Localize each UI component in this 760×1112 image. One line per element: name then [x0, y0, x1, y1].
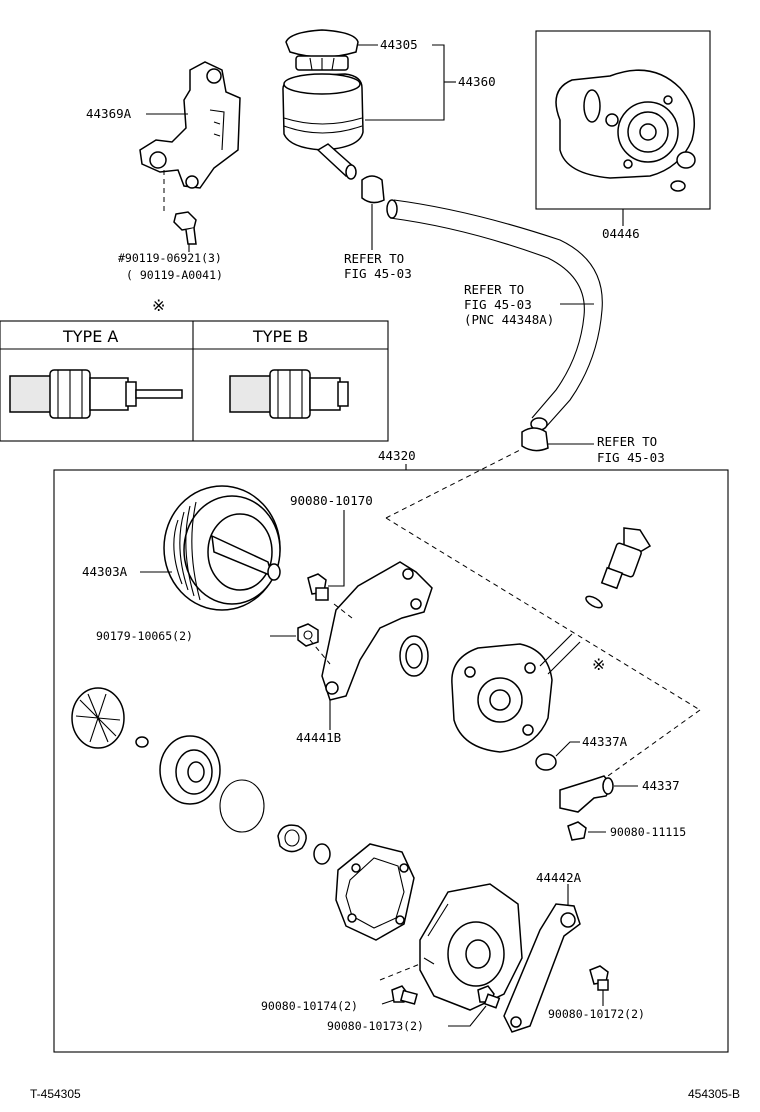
label-44303a: 44303A	[82, 564, 128, 579]
label-44442a: 44442A	[536, 870, 582, 885]
pump-body[interactable]	[451, 643, 553, 753]
o-ring-large[interactable]	[219, 779, 265, 833]
gasket-kit-box[interactable]	[535, 30, 711, 210]
bolt-note-2: ( 90119-A0041)	[126, 268, 223, 282]
reservoir-bracket[interactable]	[139, 61, 241, 189]
asterisk-top: ※	[152, 296, 165, 315]
label-44320: 44320	[378, 448, 416, 463]
snap-ring[interactable]	[277, 824, 307, 853]
cam-ring[interactable]	[159, 735, 221, 805]
bolt-90080-10173[interactable]	[477, 985, 501, 1009]
gasket-plate[interactable]	[335, 843, 415, 941]
footer-left-code: T-454305	[30, 1087, 81, 1101]
label-44360: 44360	[458, 74, 496, 89]
refer-hose-2: FIG 45-03	[464, 297, 532, 312]
label-90080-10173: 90080-10173(2)	[327, 1019, 424, 1033]
bolt-90080-10170[interactable]	[307, 573, 329, 601]
bolt-90080-10174[interactable]	[391, 985, 418, 1005]
label-90080-11115: 90080-11115	[610, 825, 686, 839]
label-90080-10170: 90080-10170	[290, 493, 373, 508]
union-44337[interactable]	[559, 775, 614, 813]
o-ring-44337a[interactable]	[535, 753, 557, 771]
reservoir-tank[interactable]	[282, 73, 364, 180]
label-44337a: 44337A	[582, 734, 628, 749]
label-90080-10174: 90080-10174(2)	[261, 999, 358, 1013]
bearing[interactable]	[399, 635, 429, 677]
hose-clamp-top[interactable]	[361, 175, 385, 204]
label-44337: 44337	[642, 778, 680, 793]
o-ring-small[interactable]	[313, 843, 331, 865]
refer-hose-1: REFER TO	[464, 282, 524, 297]
bolt-90080-11115[interactable]	[567, 821, 587, 841]
label-90080-10172: 90080-10172(2)	[548, 1007, 645, 1021]
reservoir-cap[interactable]	[285, 29, 359, 71]
footer-right-code: 454305-B	[688, 1087, 740, 1101]
refer-top-1: REFER TO	[344, 251, 404, 266]
label-44441b: 44441B	[296, 730, 341, 745]
pump-bracket-44441b[interactable]	[321, 561, 433, 701]
rear-cover[interactable]	[419, 883, 523, 1011]
pressure-switch[interactable]	[600, 527, 652, 590]
type-a-valve[interactable]	[9, 369, 183, 419]
flow-valve[interactable]	[539, 594, 604, 675]
bolt-90119[interactable]	[173, 211, 197, 245]
type-table	[0, 320, 389, 442]
rotor[interactable]	[71, 687, 125, 749]
label-44369a: 44369A	[86, 106, 132, 121]
type-b-valve[interactable]	[229, 369, 349, 419]
refer-top-2: FIG 45-03	[344, 266, 412, 281]
pump-bracket-44442a[interactable]	[503, 903, 581, 1033]
bolt-note-1: #90119-06921(3)	[118, 251, 222, 265]
bolt-90080-10172[interactable]	[589, 965, 609, 991]
pulley[interactable]	[163, 485, 281, 611]
refer-clamp-1: REFER TO	[597, 434, 657, 449]
label-04446: 04446	[602, 226, 640, 241]
label-90179-10065: 90179-10065(2)	[96, 629, 193, 643]
type-b-header: TYPE B	[252, 327, 308, 346]
pump-assembly-box	[53, 469, 729, 1053]
refer-clamp-2: FIG 45-03	[597, 450, 665, 465]
refer-hose-3: (PNC 44348A)	[464, 312, 554, 327]
hose-clamp-bottom[interactable]	[521, 427, 549, 452]
type-a-header: TYPE A	[62, 327, 118, 346]
label-44305: 44305	[380, 37, 418, 52]
asterisk-mid: ※	[592, 655, 605, 674]
nut-90179-10065[interactable]	[297, 623, 319, 647]
small-pin[interactable]	[135, 736, 149, 748]
